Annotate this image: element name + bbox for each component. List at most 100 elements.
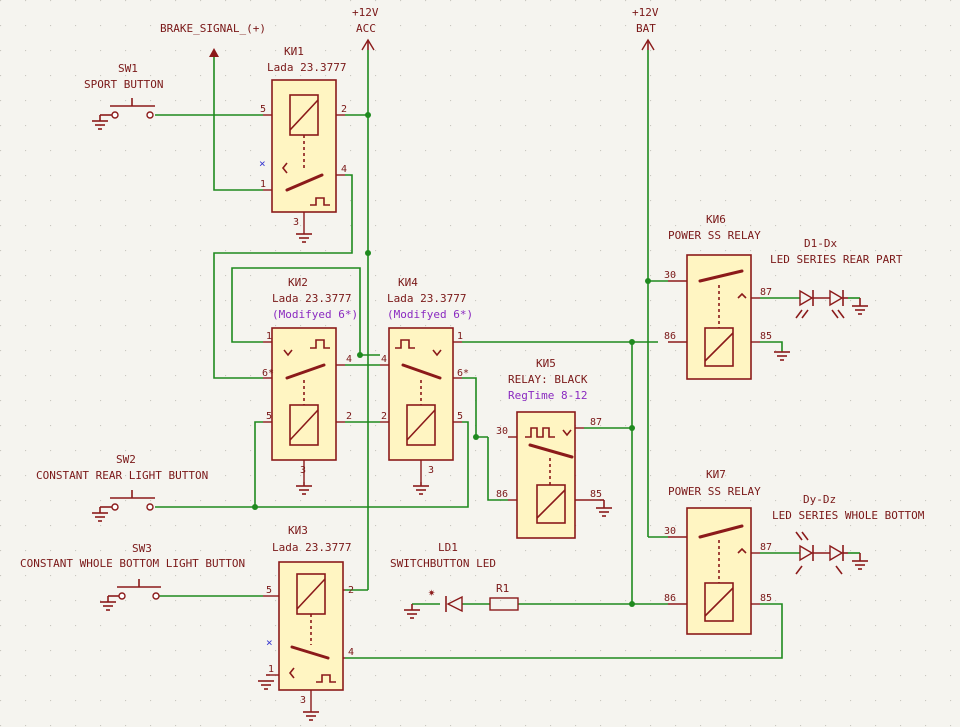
k4-note: (Modifyed 6*) (387, 308, 473, 321)
light-emission-icon (795, 309, 845, 319)
no-connect-icon: × (266, 636, 273, 649)
svg-text:6*: 6* (262, 368, 274, 379)
ground-icon (852, 553, 868, 570)
ground-icon (92, 507, 108, 522)
svg-text:5: 5 (457, 411, 463, 422)
relay-k5: КИ5 RELAY: BLACK RegTime 8-12 30 87 86 8… (496, 357, 612, 539)
svg-text:4: 4 (348, 647, 354, 658)
switch-sw1: SW1 SPORT BUTTON (84, 62, 163, 130)
svg-text:3: 3 (428, 465, 434, 476)
svg-text:1: 1 (266, 331, 272, 342)
k5-value: RELAY: BLACK (508, 373, 588, 386)
brake-signal-label: BRAKE_SIGNAL_(+) (160, 22, 266, 35)
k4-ref: КИ4 (398, 276, 418, 289)
resistor-r1: R1 (489, 582, 519, 611)
ground-icon (852, 298, 868, 315)
k1-ref: КИ1 (284, 45, 304, 58)
svg-text:30: 30 (496, 426, 508, 437)
relay-k4: КИ4 Lada 23.3777 (Modifyed 6*) 4 1 6* 2 … (380, 276, 473, 495)
svg-text:4: 4 (346, 354, 352, 365)
ground-icon (303, 711, 319, 721)
svg-text:5: 5 (266, 585, 272, 596)
svg-text:87: 87 (590, 417, 602, 428)
svg-text:85: 85 (760, 593, 772, 604)
relay-k2: КИ2 Lada 23.3777 (Modifyed 6*) 1 4 6* 5 … (262, 276, 358, 495)
svg-text:86: 86 (664, 331, 676, 342)
switch-sw2: SW2 CONSTANT REAR LIGHT BUTTON (36, 453, 208, 522)
sw1-value: SPORT BUTTON (84, 78, 163, 91)
svg-text:1: 1 (268, 664, 274, 675)
relay-k3: КИ3 Lada 23.3777 5 2 1 4 3 × (258, 524, 354, 721)
junctions (252, 112, 651, 607)
ground-icon (404, 604, 420, 619)
bat-voltage-label: +12V (632, 6, 659, 19)
svg-text:6*: 6* (457, 368, 469, 379)
svg-text:87: 87 (760, 287, 772, 298)
svg-text:4: 4 (341, 164, 347, 175)
no-connect-icon: × (259, 157, 266, 170)
d1-ref: D1-Dx (804, 237, 837, 250)
k5-ref: КИ5 (536, 357, 556, 370)
sw2-ref: SW2 (116, 453, 136, 466)
wires (155, 50, 860, 659)
acc-name-label: ACC (356, 22, 376, 35)
svg-text:2: 2 (341, 104, 347, 115)
k3-ref: КИ3 (288, 524, 308, 537)
svg-text:3: 3 (300, 465, 306, 476)
ground-icon (596, 499, 612, 517)
svg-text:85: 85 (760, 331, 772, 342)
svg-text:2: 2 (381, 411, 387, 422)
svg-text:85: 85 (590, 489, 602, 500)
k6-value: POWER SS RELAY (668, 229, 761, 242)
svg-text:30: 30 (664, 270, 676, 281)
ground-icon (92, 115, 108, 130)
sw3-ref: SW3 (132, 542, 152, 555)
relay-k6: КИ6 POWER SS RELAY 30 87 86 85 (664, 213, 790, 380)
acc-voltage-label: +12V (352, 6, 379, 19)
ld1-value: SWITCHBUTTON LED (390, 557, 496, 570)
svg-text:2: 2 (348, 585, 354, 596)
svg-text:86: 86 (496, 489, 508, 500)
svg-text:30: 30 (664, 526, 676, 537)
bat-name-label: BAT (636, 22, 656, 35)
k1-value: Lada 23.3777 (267, 61, 346, 74)
ground-icon (100, 596, 116, 611)
k2-value: Lada 23.3777 (272, 292, 351, 305)
sw2-value: CONSTANT REAR LIGHT BUTTON (36, 469, 208, 482)
sw3-value: CONSTANT WHOLE BOTTOM LIGHT BUTTON (20, 557, 245, 570)
svg-text:5: 5 (260, 104, 266, 115)
k4-value: Lada 23.3777 (387, 292, 466, 305)
switchbutton-led-ld1: LD1 SWITCHBUTTON LED ✷ (390, 541, 496, 619)
svg-text:3: 3 (300, 695, 306, 706)
svg-text:86: 86 (664, 593, 676, 604)
sw1-ref: SW1 (118, 62, 138, 75)
ground-icon (413, 482, 429, 495)
k7-value: POWER SS RELAY (668, 485, 761, 498)
relay-k7: КИ7 POWER SS RELAY 30 87 86 85 (664, 468, 772, 635)
light-emission-icon (795, 531, 843, 575)
svg-text:87: 87 (760, 542, 772, 553)
dy-ref: Dy-Dz (803, 493, 836, 506)
k2-note: (Modifyed 6*) (272, 308, 358, 321)
brake-signal-symbol: BRAKE_SIGNAL_(+) (160, 22, 266, 57)
ground-icon (774, 351, 790, 361)
svg-text:1: 1 (260, 179, 266, 190)
svg-text:5: 5 (266, 411, 272, 422)
k7-ref: КИ7 (706, 468, 726, 481)
bat-power-symbol: +12V BAT (632, 6, 659, 51)
svg-text:1: 1 (457, 331, 463, 342)
light-emission-icon: ✷ (428, 585, 436, 599)
led-series-rear: D1-Dx LED SERIES REAR PART (770, 237, 903, 319)
k5-note: RegTime 8-12 (508, 389, 587, 402)
k2-ref: КИ2 (288, 276, 308, 289)
k6-ref: КИ6 (706, 213, 726, 226)
k3-value: Lada 23.3777 (272, 541, 351, 554)
svg-text:2: 2 (346, 411, 352, 422)
ground-icon (296, 482, 312, 495)
ld1-ref: LD1 (438, 541, 458, 554)
switch-sw3: SW3 CONSTANT WHOLE BOTTOM LIGHT BUTTON (20, 542, 245, 611)
ground-icon (296, 233, 312, 243)
r1-ref: R1 (496, 582, 509, 595)
svg-text:4: 4 (381, 354, 387, 365)
